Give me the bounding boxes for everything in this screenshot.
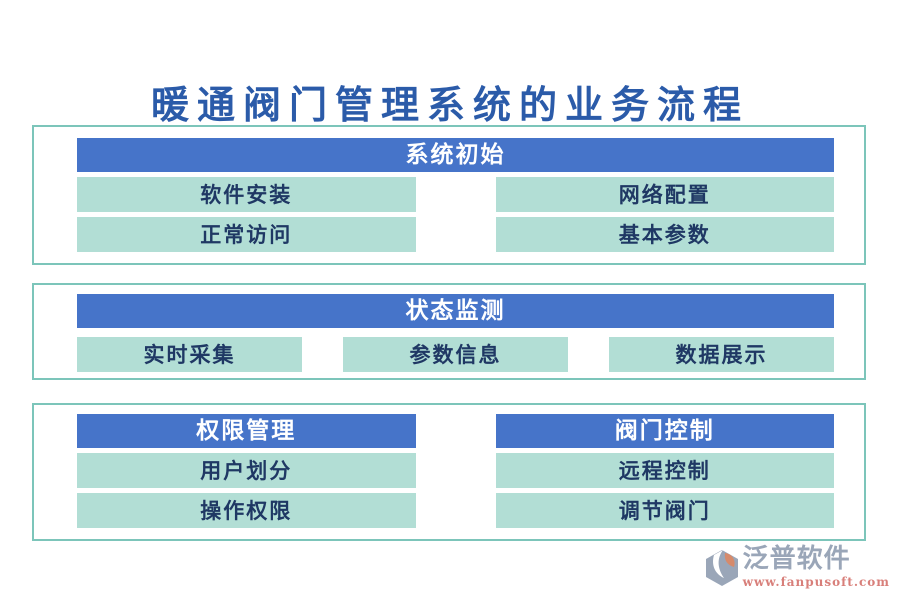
flow-node-adjust-valve: 调节阀门	[495, 493, 834, 528]
flow-node-remote-control: 远程控制	[495, 453, 834, 488]
flow-node-realtime-collect: 实时采集	[77, 337, 302, 372]
flow-node-operation-rights: 操作权限	[77, 493, 416, 528]
section-system-init: 系统初始 软件安装 网络配置 正常访问 基本参数	[32, 125, 866, 265]
section-header-valve-control: 阀门控制	[495, 414, 834, 448]
fanpu-logo-icon	[705, 550, 738, 586]
section-dual-flows-grid: 权限管理 用户划分 操作权限 阀门控制 远程控制 调节阀门	[77, 414, 834, 528]
flow-node-network-config: 网络配置	[495, 177, 834, 212]
section-header-status-monitor: 状态监测	[77, 294, 834, 328]
section-dual-flows: 权限管理 用户划分 操作权限 阀门控制 远程控制 调节阀门	[32, 403, 866, 541]
section-status-monitor-grid: 实时采集 参数信息 数据展示	[77, 337, 834, 372]
flow-node-software-install: 软件安装	[77, 177, 416, 212]
fanpu-logo-name: 泛普软件	[742, 544, 851, 574]
section-header-permission-mgmt: 权限管理	[77, 414, 416, 448]
fanpu-logo: 泛普软件 www.fanpusoft.com	[702, 545, 890, 589]
flow-node-normal-access: 正常访问	[77, 217, 416, 252]
flow-node-basic-params: 基本参数	[495, 217, 834, 252]
section-header-system-init: 系统初始	[77, 138, 834, 172]
flow-column-permission: 权限管理 用户划分 操作权限	[77, 414, 416, 528]
flow-node-param-info: 参数信息	[343, 337, 568, 372]
page-title: 暖通阀门管理系统的业务流程	[150, 82, 749, 127]
flow-node-user-division: 用户划分	[77, 453, 416, 488]
fanpu-logo-text: 泛普软件 www.fanpusoft.com	[743, 545, 890, 589]
flow-node-data-display: 数据展示	[609, 337, 834, 372]
section-system-init-grid: 软件安装 网络配置 正常访问 基本参数	[77, 177, 834, 252]
section-status-monitor: 状态监测 实时采集 参数信息 数据展示	[32, 283, 866, 380]
flow-column-valve-control: 阀门控制 远程控制 调节阀门	[495, 414, 834, 528]
fanpu-logo-url: www.fanpusoft.com	[742, 574, 890, 589]
